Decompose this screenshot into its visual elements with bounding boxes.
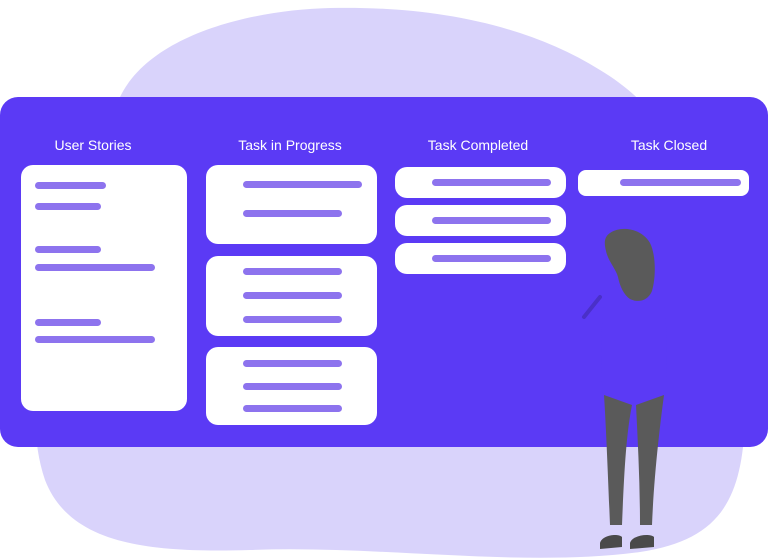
hair-icon [604, 228, 655, 301]
left-shoe-icon [600, 535, 622, 549]
placeholder-line [243, 268, 342, 275]
right-shoe-icon [630, 535, 654, 549]
placeholder-line [432, 179, 551, 186]
column-title-task-completed: Task Completed [427, 137, 529, 153]
in-progress-card[interactable] [206, 347, 377, 425]
column-title-user-stories: User Stories [54, 137, 132, 153]
column-title-task-in-progress: Task in Progress [238, 137, 342, 153]
column-title-task-closed: Task Closed [630, 137, 708, 153]
placeholder-line [243, 316, 342, 323]
placeholder-line [243, 405, 342, 412]
pen-icon [582, 295, 602, 319]
completed-card[interactable] [395, 243, 566, 274]
placeholder-line [432, 217, 551, 224]
placeholder-line [35, 319, 101, 326]
closed-card[interactable] [578, 170, 749, 196]
left-leg-icon [604, 395, 632, 525]
user-stories-card[interactable] [21, 165, 187, 411]
placeholder-line [243, 292, 342, 299]
placeholder-line [432, 255, 551, 262]
placeholder-line [35, 182, 106, 189]
placeholder-line [243, 383, 342, 390]
placeholder-line [243, 181, 362, 188]
placeholder-line [35, 246, 101, 253]
in-progress-card[interactable] [206, 256, 377, 336]
placeholder-line [35, 336, 155, 343]
in-progress-card[interactable] [206, 165, 377, 244]
placeholder-line [35, 203, 101, 210]
right-leg-icon [636, 395, 664, 525]
completed-card[interactable] [395, 205, 566, 236]
person-illustration [582, 228, 667, 549]
torso-icon [601, 305, 667, 400]
placeholder-line [620, 179, 741, 186]
placeholder-line [35, 264, 155, 271]
placeholder-line [243, 360, 342, 367]
completed-card[interactable] [395, 167, 566, 198]
placeholder-line [243, 210, 342, 217]
